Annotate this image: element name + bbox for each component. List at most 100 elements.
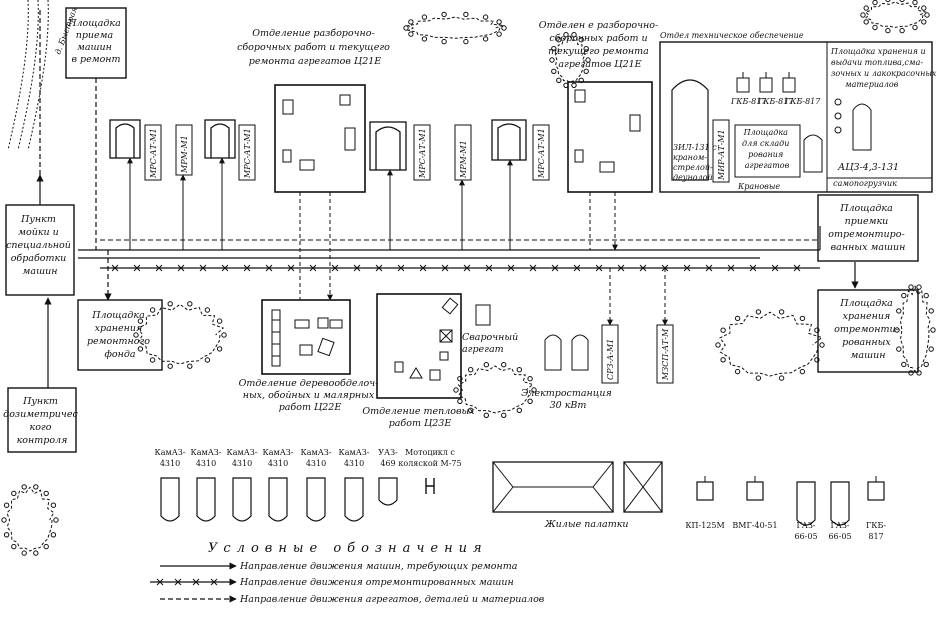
tree [549, 57, 555, 63]
vehicle-v3: КамАЗ-4310 [227, 448, 258, 522]
cross-mark [221, 264, 229, 272]
tree [421, 14, 428, 20]
tree [463, 38, 469, 45]
tree [216, 318, 223, 324]
vehicle-label-line: ГКБ- [866, 521, 886, 530]
tree [923, 292, 929, 299]
tree [133, 332, 139, 338]
tree-cluster [719, 311, 823, 377]
repaired-accept-area: Площадка приемки отремонтиро- ванных маш… [817, 194, 919, 262]
vehicle-label-line: ВМГ-40-51 [732, 521, 777, 530]
tents-label: Жилые палатки [544, 519, 629, 530]
vehicle-v7: УАЗ-469 [378, 448, 398, 506]
cross-marks [111, 264, 801, 586]
cross-mark [353, 264, 361, 272]
tree [483, 412, 489, 418]
tree [928, 308, 934, 314]
tree [885, 0, 891, 3]
tree [53, 517, 59, 523]
vehicle-label: КамАЗ-4310 [191, 448, 222, 468]
tree [527, 376, 533, 382]
vehicle-kp: КП-125М [685, 476, 725, 530]
tree [527, 398, 533, 404]
tree [516, 367, 522, 373]
legend-item-3: Направление движения агрегатов, деталей … [239, 594, 545, 605]
svg-text:Отделение деревообделоч-: Отделение деревообделоч- ных, обойных и … [239, 378, 382, 413]
gkb1-label: ГКБ-817 [730, 97, 767, 106]
thermal-line-2: работ Ц23Е [389, 418, 452, 429]
vehicle-label-line: КамАЗ- [301, 448, 332, 457]
tree [457, 398, 463, 404]
mrm1-label: МРМ-М1 [180, 135, 189, 174]
tree [33, 550, 39, 556]
cross-mark [111, 264, 119, 272]
tree [863, 19, 869, 25]
tree [930, 327, 936, 333]
repaired-store-area: Площадка хранения отремонти- рованных ма… [817, 289, 919, 373]
tree [204, 357, 211, 363]
vehicle-shape [425, 478, 435, 494]
acz-label: АЦЗ-4,3-131 [837, 162, 899, 173]
zil-line-2: краном- [673, 153, 707, 162]
vehicle-gkb4: ГКБ-817 [866, 476, 886, 541]
vehicle-label-line: 4310 [160, 459, 180, 468]
tree [778, 375, 785, 381]
thermal-department: Отделение тепловых работ Ц23Е [362, 293, 475, 429]
tree [167, 363, 173, 369]
cross-mark [661, 264, 669, 272]
weld-line-2: агрегат [462, 344, 504, 355]
tree [43, 490, 49, 497]
tree [3, 502, 10, 508]
tree [563, 32, 569, 38]
tree [187, 363, 193, 369]
rstore-line-3: отремонти- [834, 324, 899, 335]
power-line-2: 30 кВт [550, 400, 587, 411]
storage-fund-line-4: фонда [104, 349, 135, 360]
wood-department: Отделение деревообделоч- ных, обойных и … [239, 299, 382, 413]
legend: Условные обозначения Направление движени… [150, 541, 545, 605]
flow-lines [36, 10, 859, 388]
vehicle-label: ГАЗ-66-05 [794, 521, 817, 541]
cross-mark [199, 264, 207, 272]
vehicle-label-line: 66-05 [794, 532, 817, 541]
tree [33, 484, 39, 490]
tree [923, 361, 929, 368]
cross-mark [397, 264, 405, 272]
mzsp-label: МЗСП-АТ-М [661, 328, 670, 381]
aggr-line-3: рования [748, 150, 783, 159]
cross-mark [419, 264, 427, 272]
vehicle-label-line: 4310 [232, 459, 252, 468]
storage-fund-line-1: Площадка [91, 310, 145, 321]
vehicle-vmg: ВМГ-40-51 [732, 476, 778, 530]
cross-mark [155, 264, 163, 272]
vehicle-label-line: коляской М-75 [398, 459, 461, 468]
residential-tents: Жилые палатки [492, 461, 663, 530]
vehicle-label-line: ГАЗ- [830, 521, 849, 530]
vehicle-label: ВМГ-40-51 [732, 521, 777, 530]
washing-line-1: Пункт [20, 214, 56, 225]
zil-line-1: ЗИЛ-131 с [673, 143, 717, 152]
vehicle-label: КП-125М [685, 521, 724, 530]
cross-mark [595, 264, 603, 272]
vehicle-shape [378, 477, 398, 506]
tree [403, 25, 409, 31]
cross-mark [573, 264, 581, 272]
legend-title: Условные обозначения [208, 541, 488, 556]
dosimetry-line-4: контроля [17, 435, 68, 446]
vehicle-shape [830, 481, 850, 526]
cross-mark [287, 264, 295, 272]
aggr-line-2: для склади [742, 139, 789, 148]
cross-mark [331, 264, 339, 272]
dept1-line-1: Отделение разборочно- [252, 28, 374, 39]
cross-mark [265, 264, 273, 272]
tree [496, 19, 502, 25]
tree [912, 0, 918, 6]
accept-line-4: ванных машин [831, 242, 906, 253]
tree [734, 315, 741, 322]
cross-mark [705, 264, 713, 272]
gkb3-label: ГКБ-817 [784, 97, 821, 106]
tree [441, 38, 447, 45]
